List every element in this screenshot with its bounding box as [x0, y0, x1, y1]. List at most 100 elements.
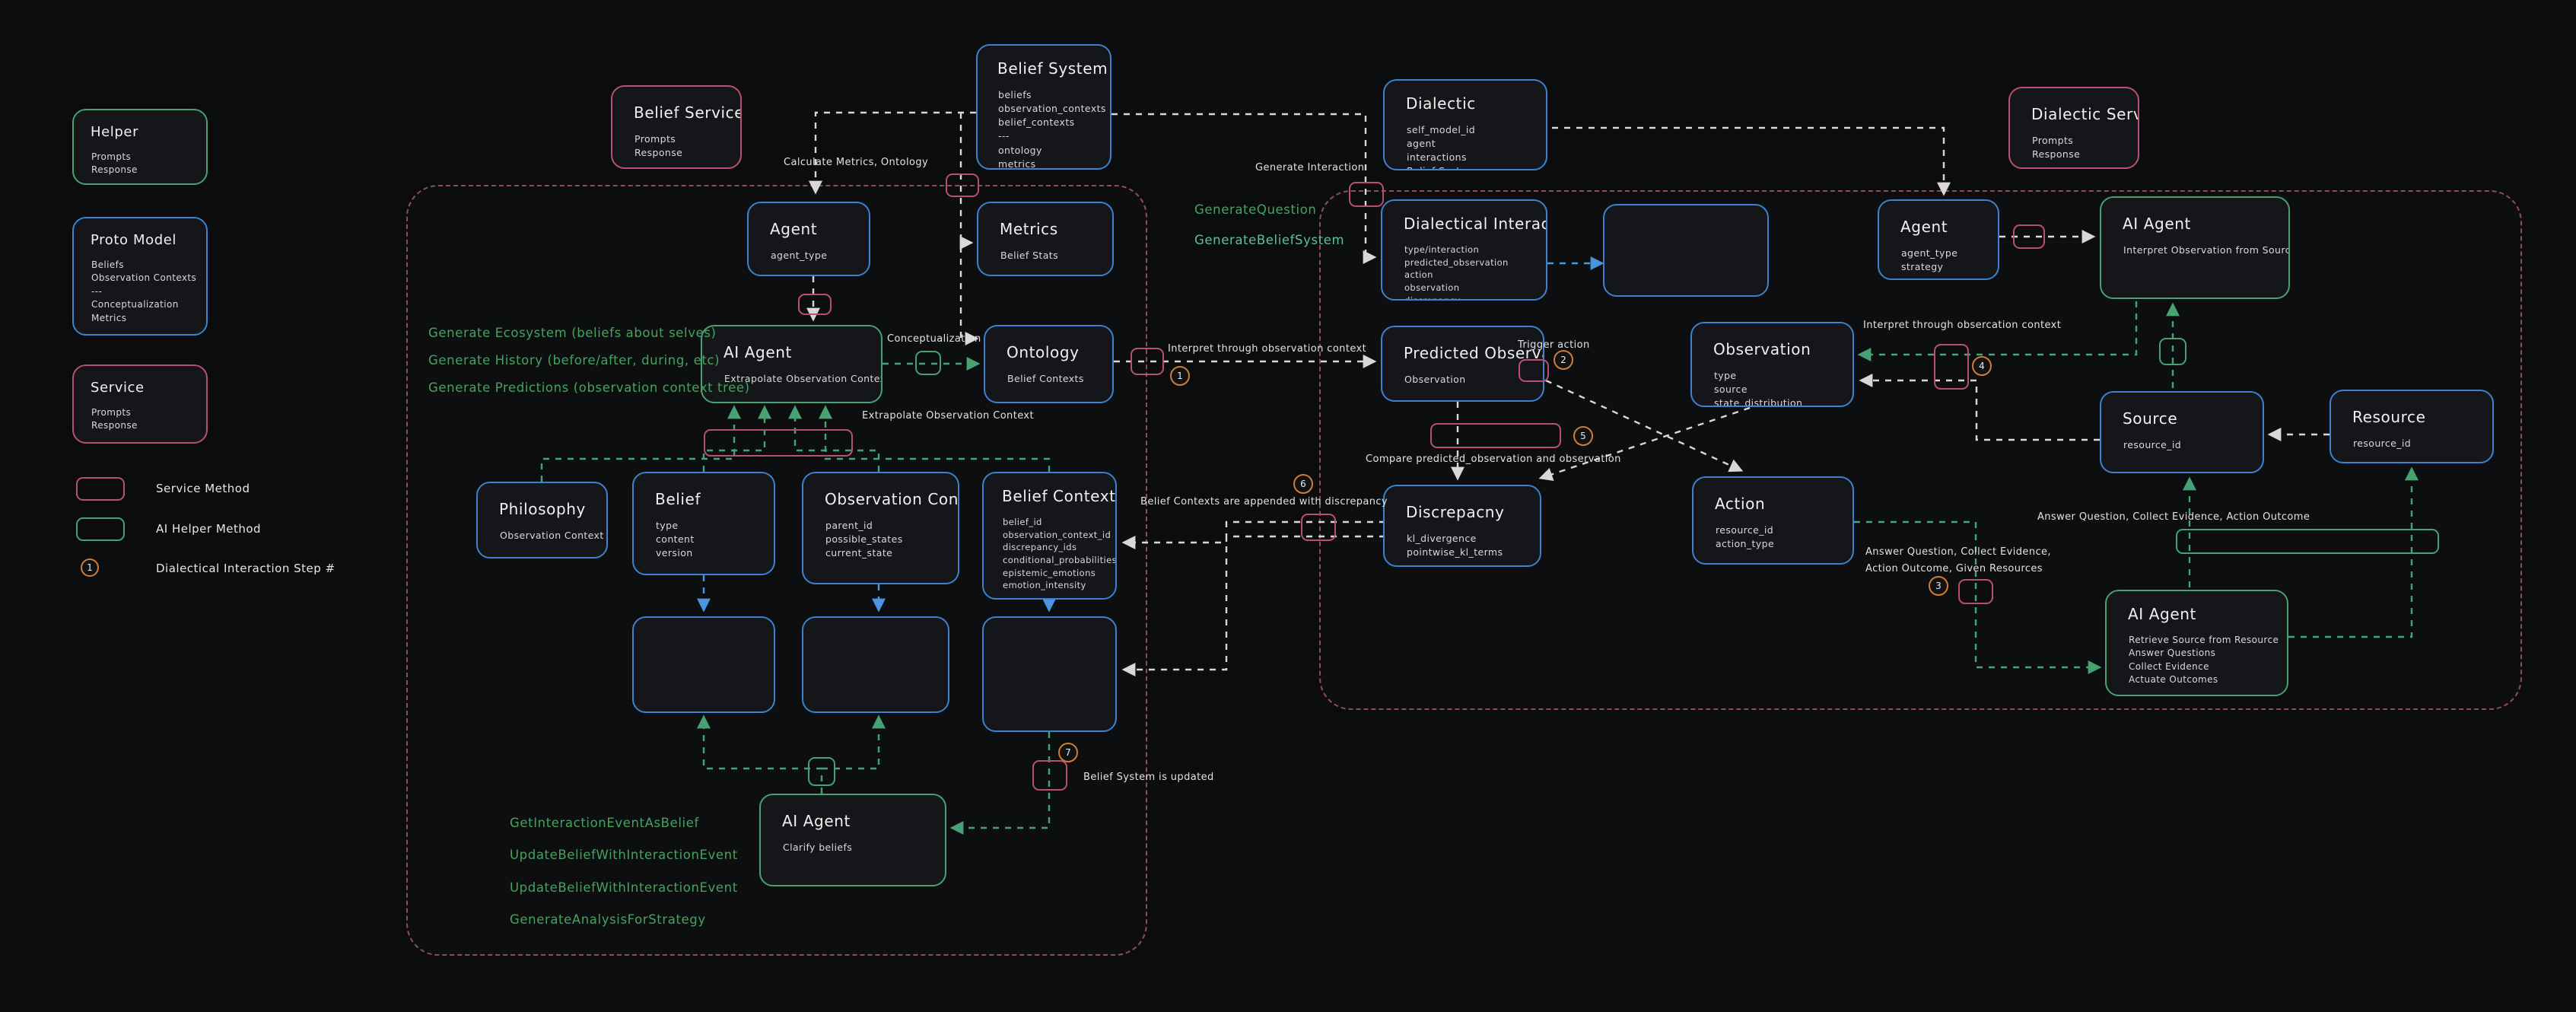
box-resource[interactable]: Resource resource_id	[2330, 390, 2494, 463]
step-7-badge[interactable]: 7	[1058, 743, 1078, 762]
box-belief[interactable]: Belief type content version	[632, 472, 775, 575]
box-field: Clarify beliefs	[783, 842, 853, 853]
box-dialectic-service[interactable]: Dialectic Service Prompts Response	[2008, 87, 2139, 169]
box-field: predicted_observation	[1404, 256, 1509, 268]
box-title: Philosophy	[499, 500, 586, 518]
box-field: Response	[91, 420, 138, 431]
label-conceptualization: Conceptualization	[887, 333, 981, 345]
box-field: state_distribution	[1714, 397, 1803, 407]
service-method-marker[interactable]	[1131, 348, 1164, 375]
label-calculate-metrics: Calculate Metrics, Ontology	[784, 157, 929, 168]
step-4-badge[interactable]: 4	[1972, 356, 1992, 376]
box-agent-left[interactable]: Agent agent_type	[747, 202, 870, 276]
box-discrepancy[interactable]: Discrepacny kl_divergence pointwise_kl_t…	[1383, 485, 1541, 567]
box-belief-system[interactable]: Belief System beliefs observation_contex…	[976, 44, 1111, 170]
box-field: strategy	[1901, 261, 1944, 273]
box-agent-right[interactable]: Agent agent_type strategy	[1878, 199, 1999, 280]
legend-ai-helper-method-icon	[76, 517, 125, 541]
box-predicted-observation[interactable]: Predicted Observation Observation	[1381, 326, 1544, 402]
box-title: Observation Context	[825, 490, 959, 508]
box-field: Response	[2032, 148, 2081, 161]
box-metrics[interactable]: Metrics Belief Stats	[977, 202, 1114, 276]
box-field: pointwise_kl_terms	[1407, 546, 1503, 559]
service-method-marker[interactable]	[1349, 182, 1384, 207]
box-field: Metrics	[91, 312, 127, 323]
box-ai-agent-retrieve[interactable]: AI Agent Retrieve Source from Resource A…	[2105, 590, 2288, 696]
ai-helper-method-marker[interactable]	[808, 757, 835, 786]
box-title: Dialectic	[1406, 94, 1476, 113]
service-method-marker[interactable]	[1032, 760, 1067, 791]
box-field: Prompts	[2032, 135, 2074, 146]
step-3-badge[interactable]: 3	[1929, 576, 1948, 596]
service-method-marker[interactable]	[1934, 344, 1969, 390]
box-ai-agent-extrapolate[interactable]: AI Agent Extrapolate Observation Context…	[701, 325, 883, 403]
ai-helper-method-marker[interactable]	[2159, 338, 2186, 365]
method-update-belief-2: UpdateBeliefWithInteractionEvent	[510, 880, 738, 895]
method-generate-predictions: Generate Predictions (observation contex…	[428, 380, 750, 395]
legend-service-method-label: Service Method	[156, 482, 250, 495]
box-empty-right[interactable]	[1603, 204, 1769, 297]
box-field: agent	[1407, 138, 1436, 150]
box-field: type	[656, 520, 679, 531]
step-2-badge[interactable]: 2	[1554, 350, 1573, 370]
box-field: Prompts	[91, 407, 132, 418]
box-empty-3[interactable]	[982, 616, 1117, 732]
box-title: Helper	[91, 124, 139, 140]
box-field: action	[1404, 269, 1433, 281]
box-title: Service	[91, 380, 145, 396]
box-belief-context[interactable]: Belief Context belief_id observation_con…	[982, 472, 1117, 600]
box-field: Belief Contexts	[1007, 373, 1084, 384]
service-method-marker[interactable]	[1958, 579, 1993, 604]
ai-helper-method-marker[interactable]	[2176, 529, 2439, 554]
box-field: ---	[91, 285, 103, 297]
service-method-marker[interactable]	[1519, 359, 1549, 382]
box-philosophy[interactable]: Philosophy Observation Context	[476, 482, 608, 559]
box-source[interactable]: Source resource_id	[2100, 391, 2264, 473]
box-field: emotion_intensity	[1003, 580, 1086, 591]
box-field: action_type	[1716, 538, 1775, 550]
box-field: possible_states	[825, 533, 903, 546]
method-generate-analysis: GenerateAnalysisForStrategy	[510, 912, 706, 927]
ai-helper-method-marker[interactable]	[915, 351, 941, 375]
step-6-badge[interactable]: 6	[1293, 474, 1313, 494]
box-dialectical-interaction[interactable]: Dialectical Interaction type/interaction…	[1381, 199, 1547, 301]
box-field: Belief System	[1407, 164, 1529, 169]
box-field: epistemic_emotions	[1003, 567, 1096, 578]
box-field: observation_contexts	[998, 103, 1106, 115]
box-action[interactable]: Action resource_id action_type	[1692, 476, 1854, 565]
box-field: observation	[1404, 282, 1460, 294]
box-title: AI Agent	[782, 812, 851, 830]
box-proto-model[interactable]: Proto Model Beliefs Observation Contexts…	[72, 217, 208, 336]
box-empty-1[interactable]	[632, 616, 775, 713]
label-appended: Belief Contexts are appended with discre…	[1140, 496, 1388, 508]
box-field: content	[656, 533, 695, 546]
box-ai-agent-interpret[interactable]: AI Agent Interpret Observation from Sour…	[2100, 196, 2290, 299]
box-field: Prompts	[634, 133, 676, 145]
legend-step-icon: 1	[81, 559, 99, 577]
box-dialectic[interactable]: Dialectic self_model_id agent interactio…	[1383, 79, 1547, 170]
method-generate-history: Generate History (before/after, during, …	[428, 353, 720, 368]
box-field: type	[1714, 370, 1737, 381]
step-1-badge[interactable]: 1	[1170, 366, 1190, 386]
box-title: Ontology	[1007, 343, 1080, 361]
service-method-marker[interactable]	[704, 429, 853, 457]
box-title: Agent	[770, 220, 818, 238]
service-method-marker[interactable]	[1430, 423, 1561, 448]
box-ontology[interactable]: Ontology Belief Contexts	[984, 325, 1114, 403]
box-field: ---	[998, 130, 1010, 142]
box-helper[interactable]: Helper Prompts Response	[72, 109, 208, 185]
service-method-marker[interactable]	[946, 173, 979, 197]
service-method-marker[interactable]	[1301, 514, 1336, 541]
box-field: Observation	[1404, 374, 1466, 385]
box-service[interactable]: Service Prompts Response	[72, 364, 208, 444]
box-observation-context[interactable]: Observation Context parent_id possible_s…	[802, 472, 959, 584]
step-5-badge[interactable]: 5	[1573, 426, 1593, 446]
service-method-marker[interactable]	[2013, 224, 2045, 249]
box-observation[interactable]: Observation type source state_distributi…	[1690, 322, 1854, 407]
box-belief-service[interactable]: Belief Service Prompts Response	[611, 85, 742, 169]
label-interpret-left: Interpret through observation context	[1168, 343, 1367, 355]
box-ai-agent-clarify[interactable]: AI Agent Clarify beliefs	[759, 794, 946, 886]
box-empty-2[interactable]	[802, 616, 949, 713]
box-field: resource_id	[1716, 524, 1774, 536]
service-method-marker[interactable]	[798, 294, 832, 315]
